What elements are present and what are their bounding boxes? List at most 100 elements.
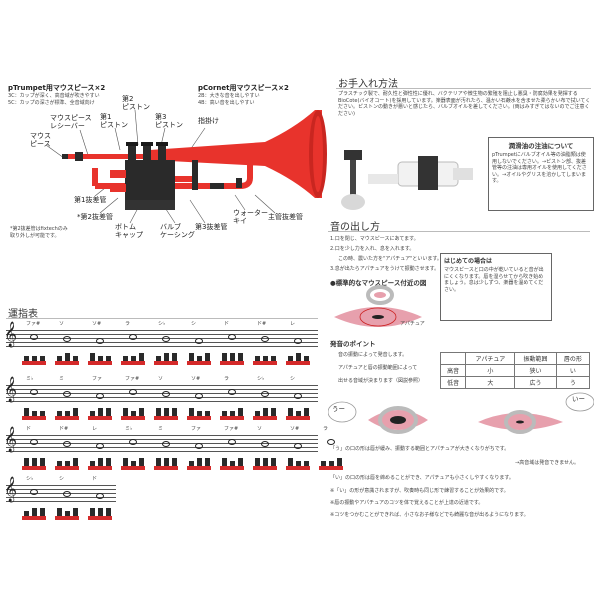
sound-step-4: 3.息が出たらアパチュアをうけて振動させます。 xyxy=(330,266,440,272)
note-name: レ xyxy=(290,321,296,327)
valve-key xyxy=(40,508,45,516)
first-time-box-title: はじめての場合は xyxy=(444,258,493,265)
valve-key xyxy=(139,458,144,466)
note-head xyxy=(261,441,269,447)
valve-key xyxy=(230,353,235,361)
valve-key xyxy=(32,458,37,466)
valve-key xyxy=(164,353,169,361)
note-head xyxy=(195,393,203,399)
label-mouthpiece: マウス ピース xyxy=(30,132,51,148)
valve-diagram xyxy=(253,408,279,420)
label-piston-1: 第1 ピストン xyxy=(100,113,128,129)
table-row: 低音 大 広う う xyxy=(439,376,591,389)
valve-key xyxy=(123,408,128,416)
note-name: ド xyxy=(92,476,98,482)
valve-key xyxy=(98,356,103,361)
table-cell: 高音 xyxy=(439,364,467,377)
note-head xyxy=(294,393,302,399)
valve-diagram xyxy=(187,408,213,420)
valve-key xyxy=(57,411,62,416)
valve-key xyxy=(65,511,70,516)
points-note-3: ※唇の振動やアパチュアのコツを体で覚えることが上達の近道です。 xyxy=(330,500,484,506)
first-time-box-body: マウスピースと口の中が乾いていると音が出にくくなります。唇を湿らせてから吹き始め… xyxy=(444,267,544,293)
care-body: プラスチック製で、耐久性と弾性性に優れ、バクテリアや微生物の繁殖を阻止し悪臭・防… xyxy=(338,91,591,117)
sound-step-3: この時、震いた方を"アパチュア"といいます。 xyxy=(338,256,442,262)
valve-base xyxy=(319,466,343,470)
treble-clef-icon: 𝄞 xyxy=(4,377,18,402)
valve-key xyxy=(288,408,293,416)
trumpet-illustration xyxy=(45,109,327,224)
note-head xyxy=(30,389,38,395)
first-time-box: はじめての場合は マウスピースと口の中が乾いていると音が出にくくなります。唇を湿… xyxy=(440,253,552,321)
valve-base xyxy=(22,361,46,365)
valve-key xyxy=(57,461,62,466)
valve-key xyxy=(205,353,210,361)
note-name: ミ xyxy=(158,426,164,432)
note-head xyxy=(294,443,302,449)
note-name: ファ xyxy=(92,376,103,382)
note-name: ミ xyxy=(59,376,65,382)
note-head xyxy=(261,336,269,342)
valve-base xyxy=(55,466,79,470)
valve-base xyxy=(187,466,211,470)
staff-line xyxy=(6,439,318,440)
valve-key xyxy=(271,408,276,416)
valve-diagram xyxy=(319,458,345,470)
valve-key xyxy=(197,458,202,466)
valve-diagram xyxy=(121,408,147,420)
treble-clef-icon: 𝄞 xyxy=(4,477,18,502)
mouthpiece-note-2: 5C：カップの深さが標準、全音域向け xyxy=(8,100,95,106)
valve-diagram xyxy=(253,458,279,470)
valve-key xyxy=(98,458,103,466)
note-name: シ♭ xyxy=(158,321,166,327)
valve-diagram xyxy=(55,353,81,365)
note-head xyxy=(96,493,104,499)
staff-line xyxy=(6,346,318,347)
valve-key xyxy=(222,458,227,466)
label-bottom-cap: ボトム キャップ xyxy=(115,223,143,239)
points-line-3: 出せる音域が決まります（図説参照） xyxy=(338,378,424,384)
valve-base xyxy=(121,466,145,470)
points-caption-right: →高音域は発音できません。 xyxy=(515,460,580,466)
valve-diagram xyxy=(121,458,147,470)
table-cell: 大 xyxy=(465,376,516,389)
valve-base xyxy=(88,516,112,520)
lubricant-box-body: pTrumpetにバルブオイル等の油脂類は使用しないでください。→ピストン部、抜… xyxy=(492,152,587,184)
note-name: ソ# xyxy=(191,376,201,382)
staff-line xyxy=(6,501,116,502)
points-note-4: ※コツをつかむことができれば、小さなお子様などでも綺麗な音が出るようになります。 xyxy=(330,512,529,518)
table-cell: い xyxy=(555,364,591,377)
table-header-lip: 唇の形 xyxy=(555,352,591,365)
valve-diagram xyxy=(55,508,81,520)
points-title: 発音のポイント xyxy=(330,340,376,348)
valve-diagram xyxy=(55,458,81,470)
mouthpiece-lips-diagram xyxy=(334,285,422,327)
cornet-note-1: 2B：大きな音を出しやすい xyxy=(198,93,260,99)
valve-key xyxy=(255,356,260,361)
note-name: ファ# xyxy=(125,376,140,382)
valve-base xyxy=(55,361,79,365)
note-name: シ xyxy=(290,376,296,382)
table-header-range: 振動範囲 xyxy=(514,352,557,365)
valve-key xyxy=(32,508,37,516)
valve-key xyxy=(90,508,95,516)
valve-base xyxy=(220,466,244,470)
sound-step-2: 2.口を少し力を入れ、息を入れます。 xyxy=(330,246,415,252)
valve-key xyxy=(131,356,136,361)
label-mouthpiece-receiver: マウスピース レシーバー xyxy=(50,114,92,130)
note-name: ソ xyxy=(158,376,164,382)
care-title: お手入れ方法 xyxy=(338,79,398,90)
valve-key xyxy=(90,411,95,416)
note-name: ソ# xyxy=(290,426,300,432)
note-head xyxy=(129,389,137,395)
valve-key xyxy=(32,356,37,361)
valve-diagram xyxy=(286,353,312,365)
valve-key xyxy=(189,461,194,466)
label-slide-2: *第2抜差管 xyxy=(77,213,113,221)
treble-clef-icon: 𝄞 xyxy=(4,427,18,452)
valve-key xyxy=(263,356,268,361)
valve-base xyxy=(286,466,310,470)
valve-key xyxy=(106,508,111,516)
valve-base xyxy=(253,466,277,470)
note-head xyxy=(228,439,236,445)
